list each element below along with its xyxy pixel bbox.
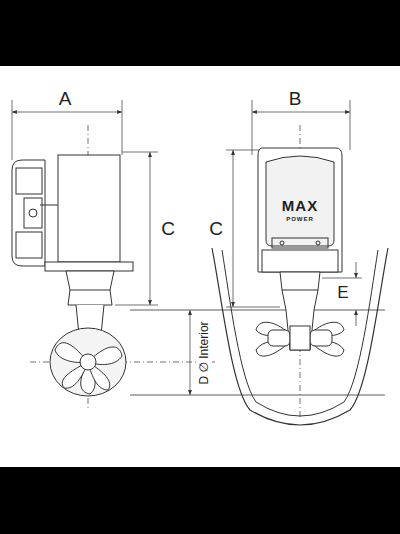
dimension-letter: C	[207, 218, 225, 239]
dimension-letter: C	[159, 218, 177, 239]
dimension-letter: A	[57, 88, 74, 109]
dimension-letter: E	[335, 283, 350, 302]
top-band	[0, 0, 400, 66]
bottom-band	[0, 467, 400, 534]
right-view	[212, 100, 388, 425]
left-view	[12, 100, 385, 410]
dimension-letter: B	[287, 88, 304, 109]
dimension-label: D ∅ Interior	[197, 319, 211, 386]
brand-logo: MAX	[280, 197, 320, 214]
brand-logo: POWER	[284, 215, 316, 223]
